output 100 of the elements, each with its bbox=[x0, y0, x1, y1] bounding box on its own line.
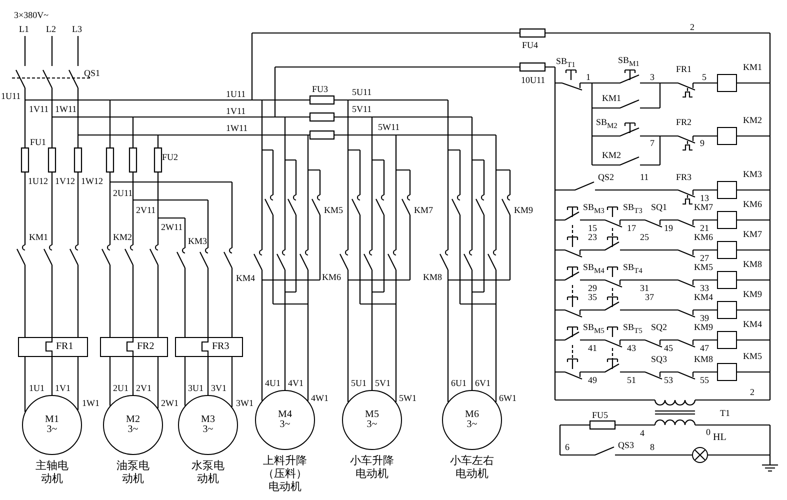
wire-number: 45 bbox=[664, 343, 673, 353]
wire-number: 6 bbox=[565, 442, 570, 452]
phase-label: 3~ bbox=[466, 420, 478, 430]
motor-name: 上料升降（压料）电动机 bbox=[262, 455, 308, 494]
wire bbox=[207, 357, 209, 395]
terminal-label: 5V1 bbox=[375, 378, 390, 388]
button-label: SB$_{M4}$ bbox=[583, 262, 604, 276]
transformer-label: T1 bbox=[720, 408, 730, 418]
relay-contact-label: FR2 bbox=[676, 117, 692, 127]
wire-label: 5V11 bbox=[352, 104, 372, 114]
wire-number: 29 bbox=[588, 283, 597, 293]
wire-label: 1U11 bbox=[226, 89, 246, 99]
wire-label: 10U11 bbox=[521, 75, 546, 85]
coil-label: KM9 bbox=[743, 289, 762, 299]
wire-label: 5W11 bbox=[378, 122, 400, 132]
contact-label: KM7 bbox=[414, 205, 434, 215]
wire-number: 0 bbox=[706, 427, 710, 437]
limit-switch-label: SQ3 bbox=[651, 354, 668, 364]
relay-contact-label: FR3 bbox=[676, 172, 692, 182]
contact-label: KM1 bbox=[602, 93, 622, 103]
wire-label: 2W11 bbox=[161, 222, 183, 232]
wire bbox=[157, 357, 159, 408]
coil-label: KM5 bbox=[743, 351, 762, 361]
motor-label: M1 bbox=[45, 415, 59, 425]
terminal-label: 2V1 bbox=[136, 383, 152, 393]
limit-switch-label: SQ2 bbox=[651, 322, 668, 332]
phase-label: 3~ bbox=[202, 425, 214, 435]
wire-label: 1V12 bbox=[55, 176, 75, 186]
terminal-label: 6V1 bbox=[475, 378, 490, 388]
terminal-label: 1W1 bbox=[82, 398, 100, 408]
overload-relay-box bbox=[100, 337, 168, 357]
motor-name: 小车左右电动机 bbox=[449, 455, 495, 481]
wire-number: 17 bbox=[627, 223, 636, 233]
wire-label: 1W11 bbox=[55, 104, 77, 114]
contact-label: KM1 bbox=[29, 232, 48, 242]
wire-number: 9 bbox=[700, 138, 704, 148]
contact-label: KM8 bbox=[423, 272, 442, 282]
button-label: SB$_{M5}$ bbox=[583, 322, 604, 336]
contact-label: KM2 bbox=[602, 150, 622, 160]
fuse-label: FU2 bbox=[162, 152, 178, 162]
wire-label: 1W12 bbox=[81, 176, 103, 186]
wire-number: 49 bbox=[588, 375, 597, 385]
wire-number: 4 bbox=[640, 428, 644, 438]
button-label: SB$_{T3}$ bbox=[623, 202, 642, 216]
motor-name: 水泵电动机 bbox=[190, 460, 226, 486]
phase-label: L1 bbox=[19, 24, 29, 34]
terminal-label: 5W1 bbox=[399, 393, 416, 403]
terminal-label: 3U1 bbox=[188, 383, 204, 393]
terminal-label: 4V1 bbox=[288, 378, 304, 388]
wire-label: 1U11 bbox=[1, 91, 21, 101]
overload-relay-box bbox=[18, 337, 88, 357]
fuse-label: FU5 bbox=[592, 410, 608, 420]
wire-number: 1 bbox=[586, 72, 590, 82]
fuse-label: FU1 bbox=[30, 137, 46, 147]
contact-label: KM3 bbox=[188, 236, 208, 246]
contact-label: KM6 bbox=[694, 232, 714, 242]
button-label: SB$_{T5}$ bbox=[623, 322, 642, 336]
switch-label: QS2 bbox=[598, 172, 614, 182]
button-label: SB$_{M3}$ bbox=[583, 202, 604, 216]
wire-number: 23 bbox=[588, 232, 597, 242]
motor-label: M4 bbox=[278, 410, 292, 420]
button-label: SB$_{T1}$ bbox=[556, 56, 576, 70]
terminal-label: 3V1 bbox=[211, 383, 226, 393]
terminal-label: 6W1 bbox=[499, 393, 516, 403]
phase-label: L2 bbox=[46, 24, 56, 34]
phase-label: L3 bbox=[72, 24, 82, 34]
wire bbox=[184, 357, 186, 406]
overload-relay-box bbox=[175, 337, 243, 357]
wire-number: 11 bbox=[640, 172, 649, 182]
button-label: SB$_{M2}$ bbox=[596, 117, 618, 131]
wire-number: 8 bbox=[650, 442, 654, 452]
coil-label: KM7 bbox=[743, 229, 762, 239]
terminal-label: 3W1 bbox=[236, 398, 254, 408]
contact-label: KM5 bbox=[694, 262, 714, 272]
wire-number: 43 bbox=[627, 343, 636, 353]
relay-contact-label: FR1 bbox=[676, 64, 692, 74]
motor-name: 小车升降电动机 bbox=[349, 455, 395, 481]
wire-number: 53 bbox=[664, 375, 673, 385]
wire-number: 2 bbox=[690, 22, 694, 32]
phase-label: 3~ bbox=[128, 425, 138, 435]
wire-number: 5 bbox=[702, 72, 706, 82]
wire bbox=[231, 357, 233, 407]
terminal-label: 4W1 bbox=[311, 393, 328, 403]
wire-number: 39 bbox=[700, 313, 709, 323]
coil-label: KM1 bbox=[743, 62, 762, 72]
wire-number: 37 bbox=[645, 292, 654, 302]
terminal-label: 2U1 bbox=[113, 383, 128, 393]
wire-number: 27 bbox=[700, 253, 709, 263]
wire bbox=[51, 357, 53, 395]
wire-number: 51 bbox=[627, 375, 636, 385]
coil-label: KM8 bbox=[743, 259, 762, 269]
switch-label: QS3 bbox=[618, 440, 634, 450]
terminal-label: 5U1 bbox=[351, 378, 366, 388]
wire-number: 7 bbox=[650, 138, 654, 148]
motor-name: 主轴电动机 bbox=[34, 460, 70, 486]
motor-label: M6 bbox=[465, 410, 479, 420]
wire-label: 1V11 bbox=[226, 106, 246, 116]
switch-label: QS1 bbox=[84, 68, 100, 78]
terminal-label: 2W1 bbox=[161, 398, 178, 408]
wire-number: 21 bbox=[700, 223, 709, 233]
